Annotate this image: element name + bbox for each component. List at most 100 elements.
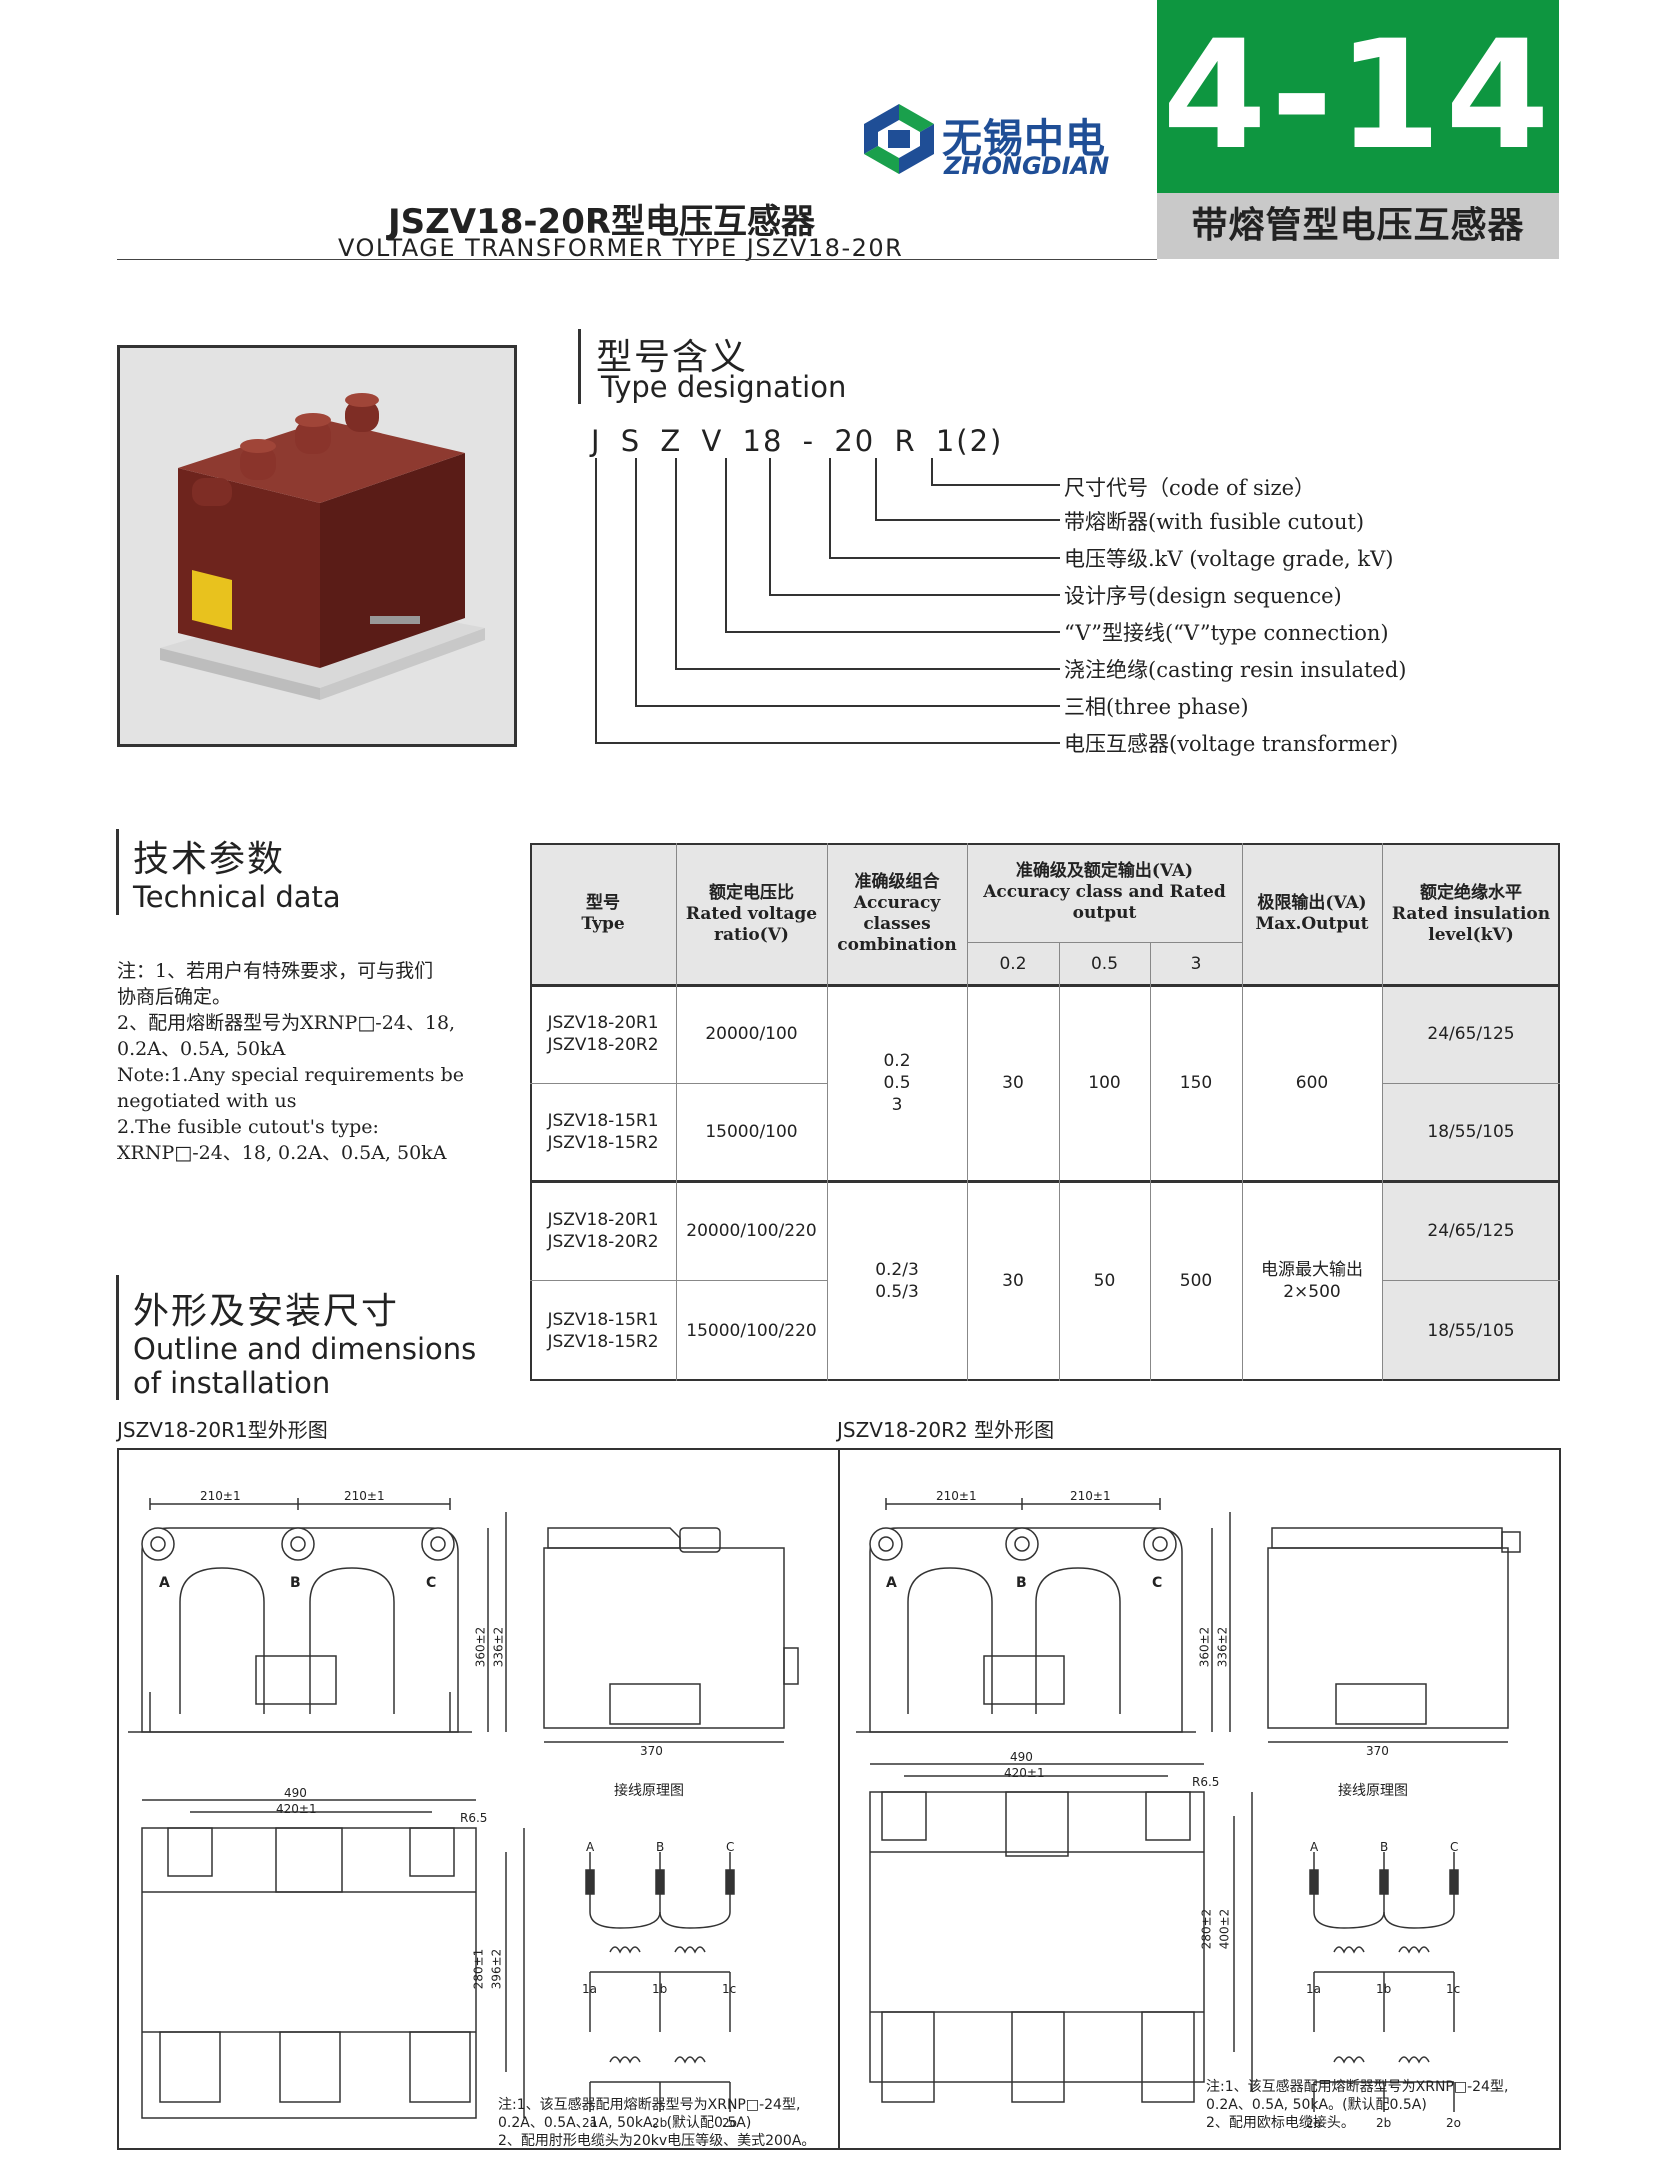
note-line: 协商后确定。 [117,986,232,1008]
th-ratio: 额定电压比 Rated voltage ratio(V) [676,843,827,985]
terminal-label: 1c [722,1982,737,1996]
dim-label: 280±2 [1199,1908,1214,1950]
th-accuracy: 准确级组合 Accuracy classes combination [827,843,967,985]
table-row-rule [1382,1280,1560,1281]
designation-label-fuse: 带熔断器(with fusible cutout) [1064,510,1365,534]
table-header-rule [530,984,1560,987]
dim-label: 280±1 [471,1948,486,1990]
outline-drawing-r2 [856,1498,1521,2112]
table-row-rule [1382,1083,1560,1084]
transformer-illustration [160,393,485,700]
dim-label: 210±1 [936,1489,977,1503]
technical-data-table: 型号 Type 额定电压比 Rated voltage ratio(V) 准确级… [530,843,1560,1381]
table-col-rule [1059,942,1060,1381]
table-row-rule [530,1280,827,1281]
phase-label: C [1152,1575,1163,1591]
terminal-label: 1a [582,1982,597,1996]
drawing-note-r2: 注:1、该互感器配用熔断器型号为XRNP□-24型, 0.2A、0.5A, 50… [1206,2078,1508,2132]
table-col-rule [827,843,828,1381]
cell-out-3: 150 [1179,1073,1213,1093]
note-line: 0.2A、0.5A、1A, 50kA。(默认配0.5A) [498,2115,752,2131]
cell-out-05: 100 [1088,1073,1121,1093]
cell-type: JSZV18-20R1 JSZV18-20R2 [547,1013,659,1055]
dim-label: 370 [1366,1744,1389,1758]
terminal-label: 2a [1306,2116,1321,2130]
dim-label: R6.5 [1192,1775,1220,1789]
dim-label: 336±2 [1215,1626,1230,1668]
dim-label: 336±2 [491,1626,506,1668]
cell-out-05: 50 [1093,1271,1116,1291]
cell-max-output: 电源最大输出 2×500 [1261,1260,1363,1302]
logo-english: ZHONGDIAN [944,152,1110,180]
cell-insulation: 24/65/125 [1382,985,1560,1083]
technical-heading-cn: 技术参数 [133,839,286,880]
note-line: XRNP□-24、18, 0.2A、0.5A, 50kA [117,1142,447,1164]
cell-type: JSZV18-20R1 JSZV18-20R2 [547,1209,659,1252]
cell-out-02: 30 [1002,1073,1024,1093]
table-col-rule [1242,843,1243,1381]
zhongdian-logo-icon [864,104,934,174]
dim-label: 490 [284,1786,307,1800]
phase-label: B [290,1575,301,1591]
terminal-label: 1a [1306,1982,1321,1996]
table-border [530,1379,1560,1381]
table-col-rule [1382,843,1383,1381]
dim-label: 360±2 [473,1626,488,1668]
phase-label: B [656,1840,665,1854]
phase-label: A [1310,1840,1319,1854]
dim-label: 210±1 [200,1489,241,1503]
cell-ratio: 15000/100 [705,1122,798,1142]
caption-r2: JSZV18-20R2 型外形图 [837,1418,1055,1442]
designation-heading-bar [578,329,581,404]
note-line: 2、配用熔断器型号为XRNP□-24、18, [117,1012,456,1034]
th-insulation: 额定绝缘水平 Rated insulation level(kV) [1382,843,1560,985]
note-line: 注:1、该互感器配用熔断器型号为XRNP□-24型, [1206,2079,1509,2095]
table-col-rule [676,843,677,1381]
th-out-05: 0.5 [1059,942,1150,985]
designation-label-size: 尺寸代号（code of size） [1064,476,1316,500]
cell-ratio: 20000/100/220 [686,1220,817,1241]
th-out-3: 3 [1150,942,1242,985]
phase-label: A [159,1575,170,1591]
phase-label: A [586,1840,595,1854]
dim-label: 210±1 [344,1489,385,1503]
dim-label: 490 [1010,1750,1033,1764]
cell-insulation: 24/65/125 [1382,1181,1560,1280]
cell-accuracy: 0.2/3 0.5/3 [875,1260,919,1302]
designation-heading-en: Type designation [601,370,847,404]
dim-label: 360±2 [1197,1626,1212,1668]
dim-label: 370 [640,1744,663,1758]
terminal-label: 2b [652,2116,668,2130]
cell-out-02: 30 [1002,1271,1024,1291]
header-divider [117,259,1157,260]
dim-label: R6.5 [460,1811,488,1825]
note-line: negotiated with us [117,1090,297,1112]
cell-insulation: 18/55/105 [1382,1083,1560,1181]
table-row-rule [530,1083,827,1084]
table-col-rule [1150,942,1151,1381]
table-group-rule [530,1180,1560,1183]
note-line: 2、配用欧标电缆接头。 [1206,2115,1355,2131]
outline-drawing-divider [838,1448,840,2150]
page-title: JSZV18-20R型电压互感器 [388,202,816,242]
table-row-rule [967,942,1242,943]
table-border [530,843,532,1381]
technical-heading-en: Technical data [133,880,341,914]
designation-leader-lines [595,458,1060,744]
cell-out-3: 500 [1179,1271,1213,1291]
terminal-label: 1b [1376,1982,1392,1996]
table-border [1558,843,1560,1381]
wiring-diagram-label: 接线原理图 [614,1783,684,1799]
note-line: 2.The fusible cutout's type: [117,1116,379,1138]
outline-drawing-r1 [128,1498,799,2119]
designation-heading-cn: 型号含义 [596,337,749,378]
cell-type: JSZV18-15R1 JSZV18-15R2 [547,1309,659,1352]
dim-label: 420±1 [1004,1766,1045,1780]
note-line: 注:1、该互感器配用熔断器型号为XRNP□-24型, [498,2097,801,2113]
phase-label: C [726,1840,735,1854]
cell-type: JSZV18-15R1 JSZV18-15R2 [547,1111,659,1153]
phase-label: B [1016,1575,1027,1591]
page-code: 4-14 [1157,0,1559,193]
wiring-diagram-label: 接线原理图 [1338,1783,1408,1799]
terminal-label: 1b [652,1982,668,1996]
